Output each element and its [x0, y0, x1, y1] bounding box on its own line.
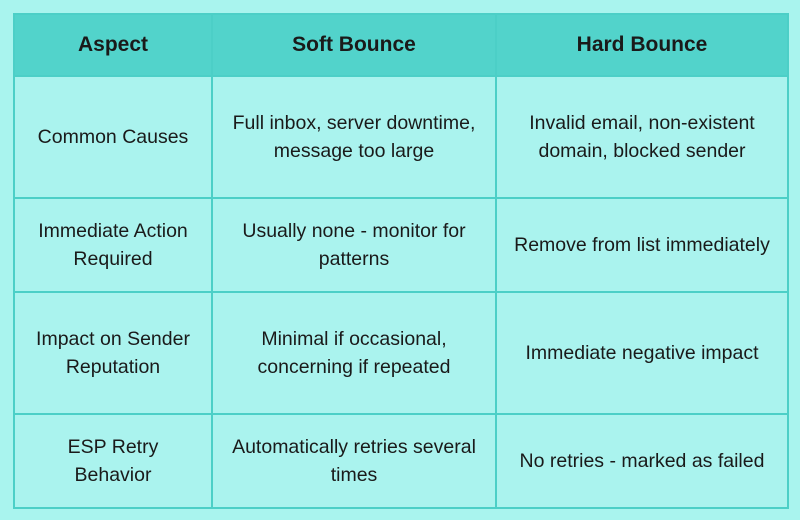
comparison-table-container: Aspect Soft Bounce Hard Bounce Common Ca…: [13, 13, 789, 509]
header-hard-bounce: Hard Bounce: [495, 13, 789, 77]
header-aspect: Aspect: [13, 13, 213, 77]
table-row: Impact on Sender Reputation Minimal if o…: [13, 291, 789, 415]
cell-hard-bounce: No retries - marked as failed: [495, 413, 789, 509]
cell-aspect: Immediate Action Required: [13, 197, 213, 293]
cell-aspect: ESP Retry Behavior: [13, 413, 213, 509]
cell-soft-bounce: Usually none - monitor for patterns: [211, 197, 497, 293]
table-row: Immediate Action Required Usually none -…: [13, 197, 789, 293]
table-header-row: Aspect Soft Bounce Hard Bounce: [13, 13, 789, 77]
cell-hard-bounce: Remove from list immediately: [495, 197, 789, 293]
cell-hard-bounce: Immediate negative impact: [495, 291, 789, 415]
cell-aspect: Impact on Sender Reputation: [13, 291, 213, 415]
cell-aspect: Common Causes: [13, 75, 213, 199]
table-row: ESP Retry Behavior Automatically retries…: [13, 413, 789, 509]
cell-soft-bounce: Automatically retries several times: [211, 413, 497, 509]
table-row: Common Causes Full inbox, server downtim…: [13, 75, 789, 199]
header-soft-bounce: Soft Bounce: [211, 13, 497, 77]
cell-soft-bounce: Minimal if occasional, concerning if rep…: [211, 291, 497, 415]
bounce-comparison-table: Aspect Soft Bounce Hard Bounce Common Ca…: [13, 13, 789, 509]
cell-soft-bounce: Full inbox, server downtime, message too…: [211, 75, 497, 199]
cell-hard-bounce: Invalid email, non-existent domain, bloc…: [495, 75, 789, 199]
